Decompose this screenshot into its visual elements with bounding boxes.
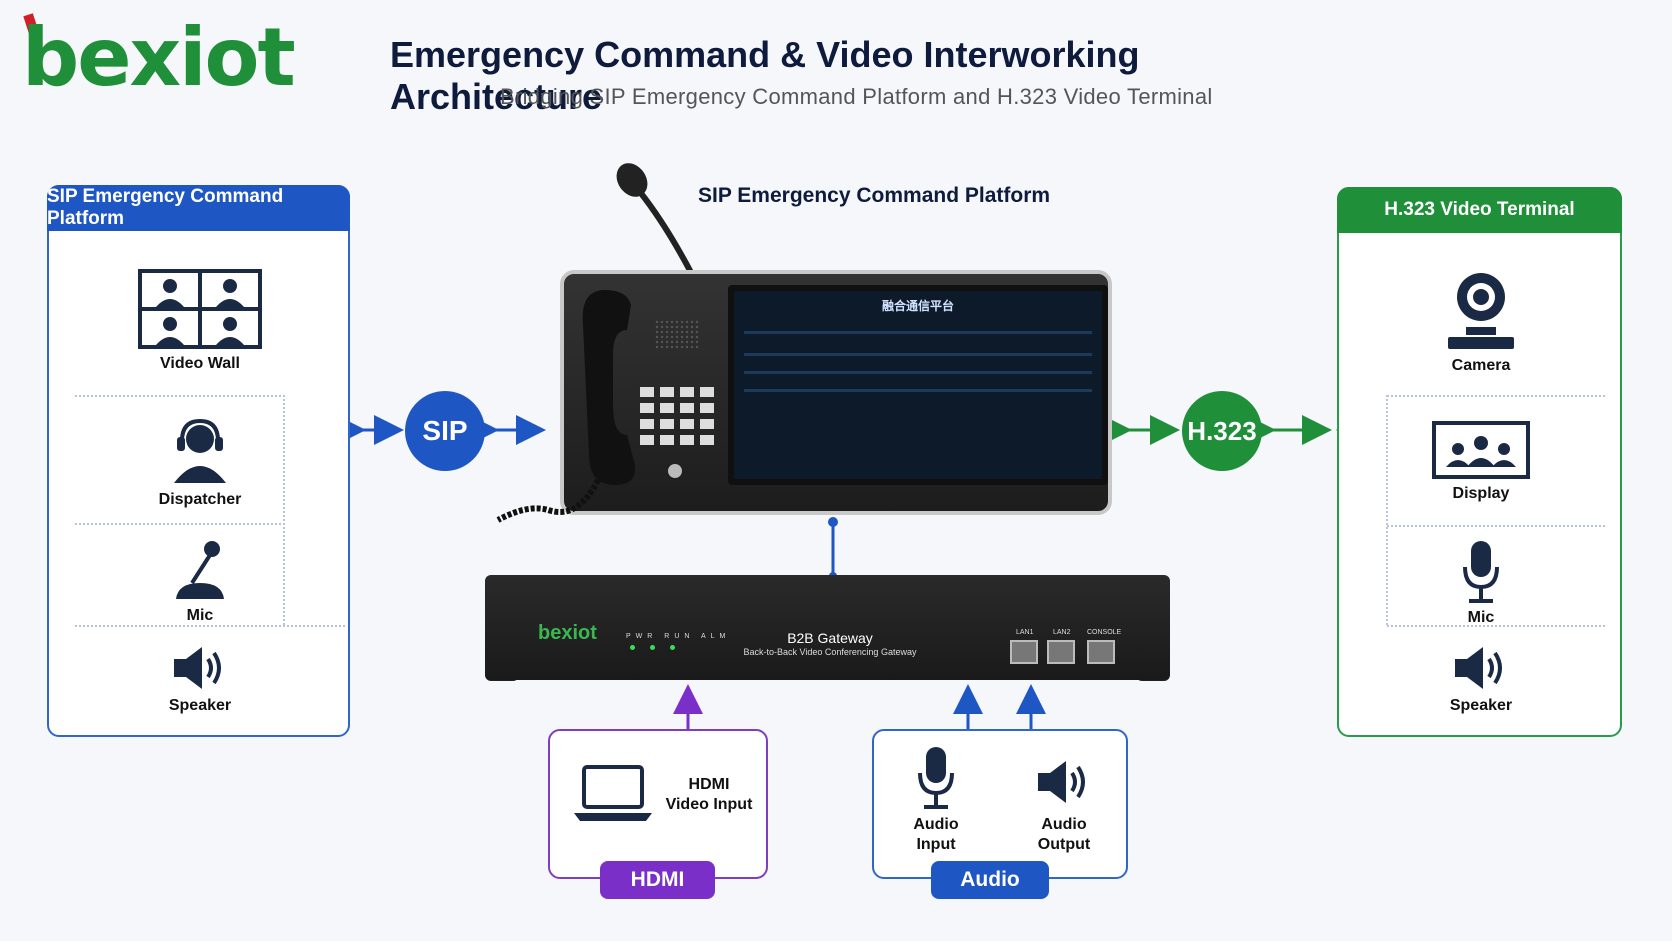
speaker-icon [1455,647,1502,689]
sip-protocol-badge: SIP [405,391,485,471]
keypad-icon [640,387,714,445]
camera-label: Camera [1451,357,1511,374]
hdmi-input-box: HDMI Video Input [548,729,768,879]
audio-input-line1: Audio [913,816,959,833]
lan1-port [1010,640,1038,664]
screen-row [744,389,1092,392]
console-screen: 融合通信平台 [728,285,1108,485]
desk-mic-icon [176,541,224,599]
hdmi-text-line1: HDMI [688,776,730,793]
screen-row [744,371,1092,374]
led-run [650,645,655,650]
right-speaker-label: Speaker [1449,697,1513,714]
dispatcher-item: Dispatcher [100,417,300,509]
video-wall-item: Video Wall [100,269,300,373]
led-alm [670,645,675,650]
telephone-handset-icon [582,290,636,485]
mic-icon [1463,541,1499,603]
speaker-icon [174,647,221,689]
center-device-label: SIP Emergency Command Platform [698,184,1051,207]
h323-panel-title: H.323 Video Terminal [1337,187,1622,233]
sip-platform-panel: SIP Emergency Command Platform Video Wal… [47,185,350,737]
divider [75,395,285,397]
hdmi-text-line2: Video Input [665,796,753,813]
led-pwr [630,645,635,650]
audio-output-line1: Audio [1041,816,1087,833]
left-mic-label: Mic [186,607,214,624]
laptop-icon [574,765,652,821]
lan2-port [1047,640,1075,664]
left-dotted-frame [283,395,285,625]
audio-pill: Audio [931,861,1049,899]
dispatcher-label: Dispatcher [158,491,242,508]
display-item: Display [1381,421,1581,503]
divider [75,523,285,525]
gateway-led-labels: PWR RUN ALM [626,633,731,640]
mic-icon [918,747,954,809]
port-label: CONSOLE [1087,629,1122,636]
audio-input-text: Audio Input [886,815,986,855]
hdmi-input-text: HDMI Video Input [654,775,764,815]
display-label: Display [1452,485,1510,502]
camera-item: Camera [1381,269,1581,375]
coiled-cord-icon [496,478,601,523]
audio-output-text: Audio Output [1014,815,1114,855]
port-label: LAN1 [1016,629,1034,636]
console-port [1087,640,1115,664]
right-mic-label: Mic [1467,609,1495,626]
page-subtitle: Bridging SIP Emergency Command Platform … [500,84,1213,109]
h323-terminal-panel: H.323 Video Terminal Camera Display [1337,187,1622,737]
divider [1387,625,1605,627]
display-icon [1432,421,1530,479]
audio-input-line2: Input [916,836,956,853]
right-mic-item: Mic [1381,539,1581,627]
screen-row [744,353,1092,356]
headset-user-icon [174,418,226,483]
screen-title: 融合通信平台 [881,299,954,313]
camera-icon [1448,273,1514,349]
console-button [668,464,682,478]
speaker-icon [1038,761,1085,803]
gateway-logo: bexiot [538,622,597,644]
audio-io-box: Audio Input Audio Output [872,729,1128,879]
gateway-name: B2B Gateway [787,630,873,646]
page-title: Emergency Command & Video Interworking A… [390,34,1140,117]
divider [1387,395,1605,397]
video-wall-label: Video Wall [159,355,240,372]
right-dotted-frame [1386,395,1388,625]
sip-panel-title: SIP Emergency Command Platform [47,185,350,231]
left-mic-item: Mic [100,539,300,625]
h323-protocol-badge: H.323 [1182,391,1262,471]
divider [75,625,345,627]
gateway-description: Back-to-Back Video Conferencing Gateway [743,647,917,657]
port-label: LAN2 [1053,629,1071,636]
left-speaker-item: Speaker [100,645,300,715]
left-speaker-label: Speaker [168,697,232,714]
divider [1387,525,1605,527]
hdmi-pill: HDMI [600,861,715,899]
screen-row [744,331,1092,334]
right-speaker-item: Speaker [1381,645,1581,715]
video-wall-icon [138,269,262,349]
audio-output-line2: Output [1037,836,1091,853]
brand-logo: bexiot [22,11,296,104]
speaker-grille-icon [655,320,699,350]
